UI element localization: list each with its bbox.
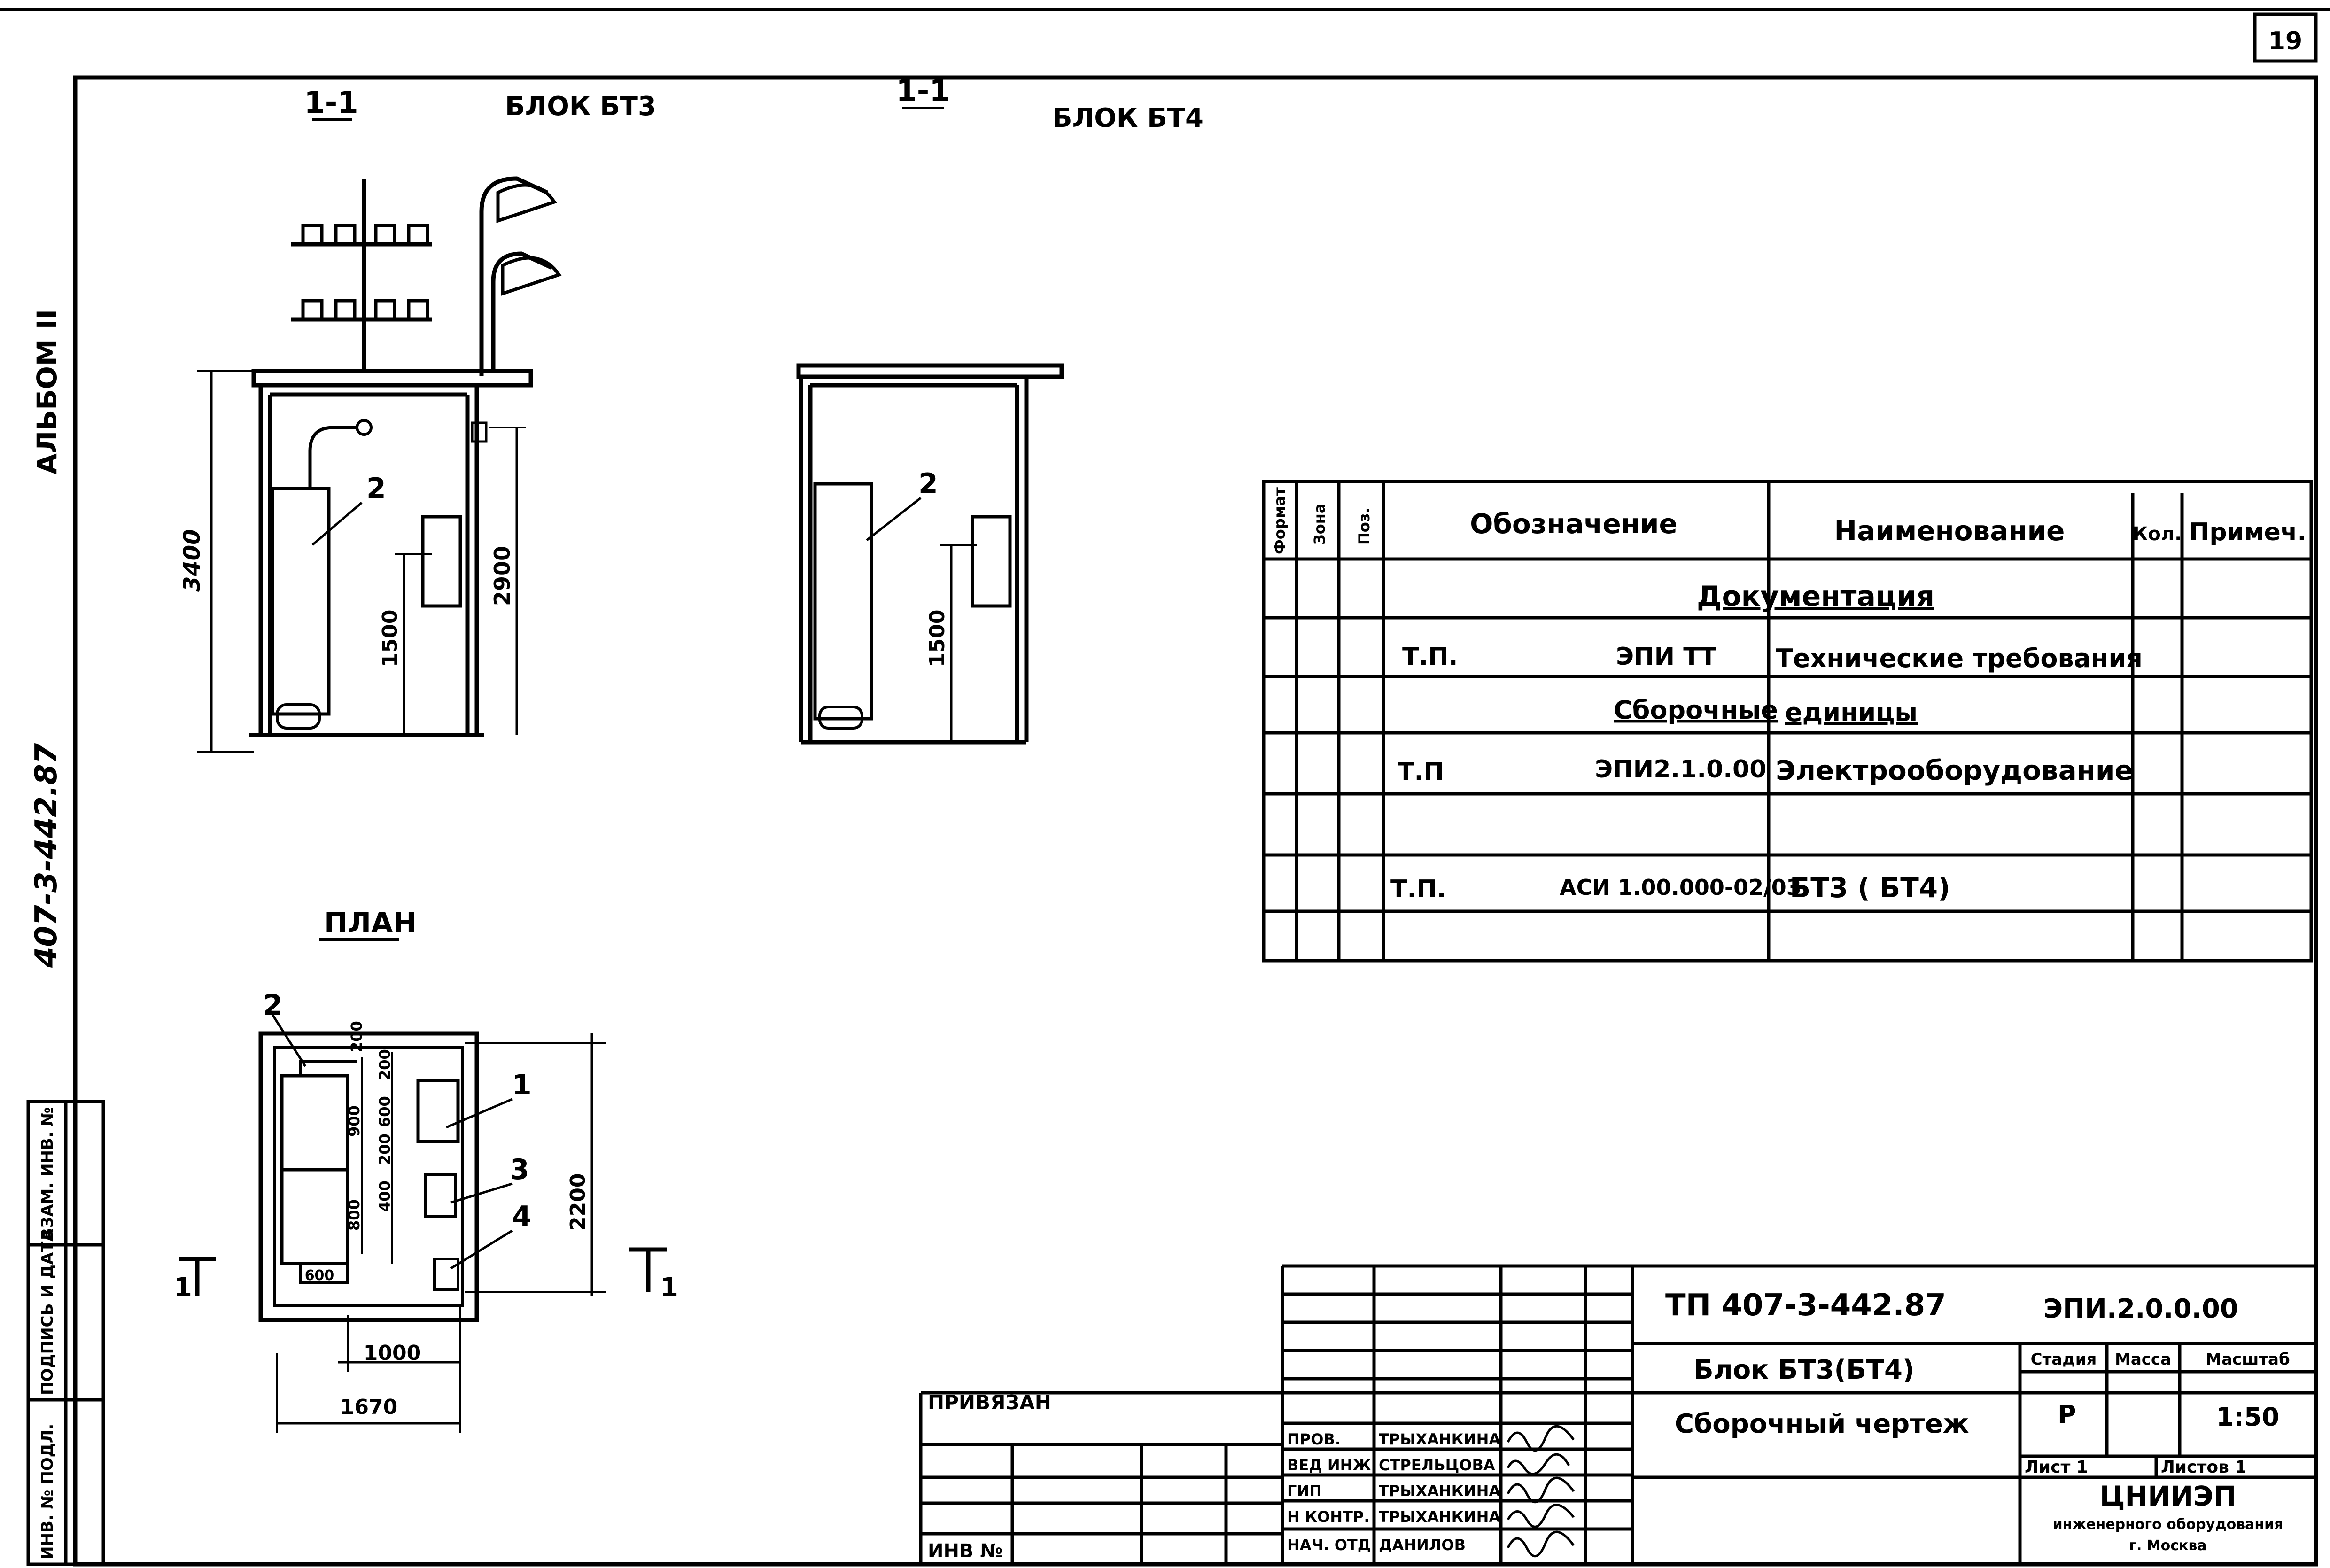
scale-label: Масштаб — [2206, 1350, 2290, 1369]
spec-row2-prefix: Т.П — [1398, 758, 1444, 786]
section-arrow-right-label: 1 — [660, 1273, 678, 1303]
org-line1: ЦНИИЭП — [2100, 1480, 2237, 1512]
spec-header-format: Формат — [1271, 487, 1289, 554]
signatures — [1507, 1425, 1575, 1558]
plan-dim-5: 400 — [376, 1180, 394, 1212]
role-dept-head: НАЧ. ОТД — [1287, 1536, 1371, 1554]
section-arrow-left-label: 1 — [174, 1273, 192, 1303]
left-stamp-strip — [26, 1100, 105, 1566]
bt3-inner-dim: 2900 — [489, 546, 515, 606]
bt4-section-title: БЛОК БТ4 — [1052, 103, 1204, 133]
plan-callout-2: 2 — [263, 989, 283, 1022]
spec-row3-name: БТ3 ( БТ4) — [1790, 872, 1950, 904]
title-project: ТП 407-3-442.87 — [1665, 1288, 1946, 1323]
bt3-section-title: БЛОК БТ3 — [505, 91, 656, 122]
project-code-vertical: 407-3-442.87 — [29, 743, 64, 968]
bt3-section-mark: 1-1 — [304, 85, 358, 120]
bt3-section-drawing — [197, 176, 562, 753]
spec-header-designation: Обозначение — [1470, 508, 1678, 540]
spec-table — [1262, 480, 2313, 963]
plan-dim-2: 200 — [376, 1049, 394, 1080]
plan-callout-1: 1 — [512, 1069, 532, 1102]
bt3-mount-dim: 1500 — [378, 610, 402, 667]
spec-header-note: Примеч. — [2189, 518, 2307, 546]
stage-value: Р — [2058, 1400, 2076, 1429]
stamp-sign-label: ПОДПИСЬ И ДАТА — [38, 1229, 57, 1395]
plan-dim-8: 600 — [305, 1267, 334, 1284]
spec-row1-name: Технические требования — [1776, 644, 2143, 673]
bt3-callout-2: 2 — [366, 472, 386, 505]
plan-dim-3: 600 — [376, 1096, 394, 1127]
name-norm-control: ТРЫХАНКИНА — [1379, 1508, 1500, 1526]
role-chief-engineer: ГИП — [1287, 1482, 1322, 1500]
name-lead-engineer: СТРЕЛЬЦОВА — [1379, 1456, 1495, 1474]
title-doc-code: ЭПИ.2.0.0.00 — [2043, 1294, 2238, 1324]
bt4-callout-2: 2 — [918, 467, 938, 500]
spec-section-docs: Документация — [1697, 580, 1934, 613]
spec-header-name: Наименование — [1834, 515, 2065, 547]
plan-inner-dim: 1000 — [364, 1341, 421, 1365]
name-check: ТРЫХАНКИНА — [1379, 1430, 1500, 1448]
spec-row3-prefix: Т.П. — [1390, 875, 1446, 903]
stage-label: Стадия — [2031, 1350, 2097, 1369]
plan-dim-4: 200 — [376, 1133, 394, 1165]
role-check: ПРОВ. — [1287, 1430, 1341, 1448]
sheet-label: Лист 1 — [2025, 1458, 2088, 1477]
mass-label: Масса — [2115, 1350, 2171, 1369]
plan-callout-3: 3 — [510, 1153, 529, 1186]
plan-length-dim: 1670 — [340, 1395, 397, 1419]
spec-row2-name: Электрооборудование — [1776, 754, 2133, 786]
plan-title: ПЛАН — [324, 907, 417, 939]
sheet-frame — [0, 8, 2330, 1567]
title-block — [919, 1264, 2316, 1564]
scale-value: 1:50 — [2216, 1402, 2279, 1432]
org-line2: инженерного оборудования — [2053, 1516, 2283, 1533]
bt4-mount-dim: 1500 — [925, 610, 949, 667]
spec-section-units-b: единицы — [1785, 698, 1918, 727]
stamp-inv-label: ИНВ. № ПОДЛ. — [38, 1424, 57, 1560]
bt4-section-mark: 1-1 — [896, 74, 950, 109]
spec-header-zone: Зона — [1311, 504, 1328, 545]
page-number: 19 — [2268, 27, 2302, 55]
role-norm-control: Н КОНТР. — [1287, 1508, 1370, 1526]
stamp-replace-label: ВЗАМ. ИНВ. № — [38, 1107, 57, 1240]
album-label: АЛЬБОМ II — [31, 309, 63, 474]
title-line1: Блок БТ3(БТ4) — [1693, 1355, 1915, 1385]
role-lead-engineer: ВЕД ИНЖ. — [1287, 1456, 1377, 1474]
org-line3: г. Москва — [2129, 1537, 2206, 1554]
privyazan-label: ПРИВЯЗАН — [928, 1391, 1051, 1414]
name-chief-engineer: ТРЫХАНКИНА — [1379, 1482, 1500, 1500]
spec-row1-prefix: Т.П. — [1402, 643, 1458, 671]
spec-section-units-a: Сборочные — [1614, 695, 1778, 725]
plan-callout-4: 4 — [512, 1200, 532, 1233]
spec-row1-designation: ЭПИ ТТ — [1616, 643, 1717, 671]
sheets-label: Листов 1 — [2161, 1458, 2246, 1477]
bt4-section-drawing — [796, 363, 1064, 745]
spec-header-qty: Кол. — [2133, 523, 2182, 545]
spec-row3-designation: АСИ 1.00.000-02/03 — [1560, 875, 1802, 900]
plan-dim-7: 800 — [345, 1199, 363, 1231]
plan-width-dim: 2200 — [566, 1173, 590, 1231]
spec-row2-designation: ЭПИ2.1.0.00 — [1595, 755, 1766, 784]
plan-drawing — [179, 1014, 667, 1433]
inv-no-label: ИНВ № — [928, 1540, 1003, 1562]
spec-header-pos: Поз. — [1355, 507, 1373, 545]
plan-dim-6: 900 — [345, 1105, 363, 1137]
bt3-height-dim: 3400 — [179, 529, 205, 592]
plan-dim-1: 200 — [348, 1021, 365, 1052]
title-line2: Сборочный чертеж — [1675, 1409, 1969, 1439]
name-dept-head: ДАНИЛОВ — [1379, 1536, 1466, 1554]
